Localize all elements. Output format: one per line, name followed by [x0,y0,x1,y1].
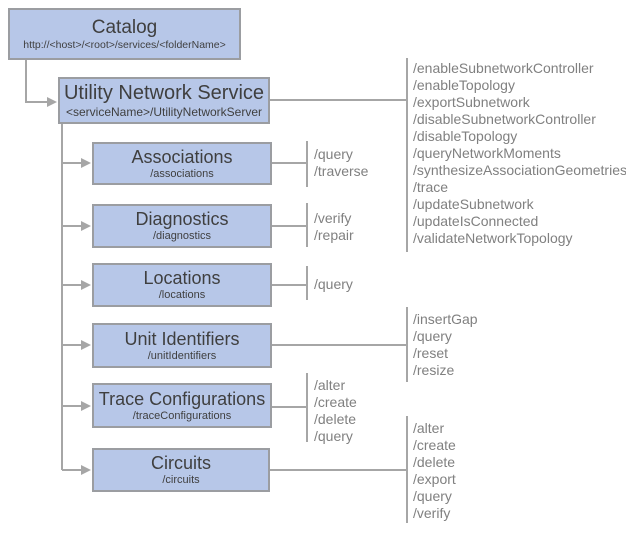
node-associations-title: Associations [131,146,233,167]
node-catalog: Catalog http://<host>/<root>/services/<f… [8,8,241,60]
node-catalog-path: http://<host>/<root>/services/<folderNam… [23,39,226,51]
op-item: /delete [413,454,456,470]
op-item: /delete [314,411,357,427]
node-trace-configurations-title: Trace Configurations [98,388,266,409]
op-item: /reset [413,345,449,361]
node-circuits-title: Circuits [150,453,211,473]
op-item: /exportSubnetwork [413,94,530,110]
node-trace-configurations: Trace Configurations /traceConfiguration… [92,383,272,428]
op-item: /query [314,428,353,444]
node-utility-network-service: Utility Network Service <serviceName>/Ut… [58,77,270,124]
node-trace-configurations-path: /traceConfigurations [132,409,232,422]
node-unit-identifiers: Unit Identifiers /unitIdentifiers [92,323,272,368]
op-item: /create [413,437,456,453]
node-circuits: Circuits /circuits [92,448,270,492]
op-item: /alter [314,377,346,393]
op-item: /validateNetworkTopology [413,230,573,246]
op-item: /alter [413,420,445,436]
ops-list-utility-network-service: /enableSubnetworkController /enableTopol… [413,60,626,247]
op-item: /verify [314,210,352,226]
node-diagnostics-path: /diagnostics [152,230,212,242]
op-item: /updateIsConnected [413,213,539,229]
ops-list-diagnostics: /verify /repair [314,210,354,244]
node-locations: Locations /locations [92,263,272,307]
op-item: /create [314,394,357,410]
op-item: /query [413,488,452,504]
ops-list-locations: /query [314,276,353,293]
ops-list-associations: /query /traverse [314,146,368,180]
op-item: /trace [413,179,449,195]
op-item: /resize [413,362,455,378]
op-item: /repair [314,227,354,243]
op-item: /disableSubnetworkController [413,111,596,127]
op-item: /export [413,471,456,487]
op-item: /updateSubnetwork [413,196,534,212]
node-unit-identifiers-path: /unitIdentifiers [147,349,217,362]
op-item: /insertGap [413,311,478,327]
node-diagnostics-title: Diagnostics [135,209,229,229]
ops-list-circuits: /alter /create /delete /export /query /v… [413,420,456,522]
node-unit-identifiers-title: Unit Identifiers [124,328,240,349]
node-catalog-title: Catalog [91,17,158,38]
node-locations-path: /locations [158,289,206,301]
op-item: /enableTopology [413,77,515,93]
node-circuits-path: /circuits [162,474,200,486]
node-diagnostics: Diagnostics /diagnostics [92,204,272,248]
ops-list-trace-configurations: /alter /create /delete /query [314,377,357,445]
op-item: /verify [413,505,451,521]
op-item: /synthesizeAssociationGeometries [413,162,626,178]
node-associations-path: /associations [150,167,214,180]
node-locations-title: Locations [143,268,221,288]
node-associations: Associations /associations [92,142,272,185]
op-item: /query [314,276,353,292]
op-item: /query [413,328,452,344]
op-item: /enableSubnetworkController [413,60,594,76]
node-utility-network-service-title: Utility Network Service [63,81,265,104]
op-item: /query [314,146,353,162]
op-item: /queryNetworkMoments [413,145,561,161]
op-item: /disableTopology [413,128,518,144]
op-item: /traverse [314,163,369,179]
ops-list-unit-identifiers: /insertGap /query /reset /resize [413,311,478,379]
node-utility-network-service-path: <serviceName>/UtilityNetworkServer [65,104,263,119]
